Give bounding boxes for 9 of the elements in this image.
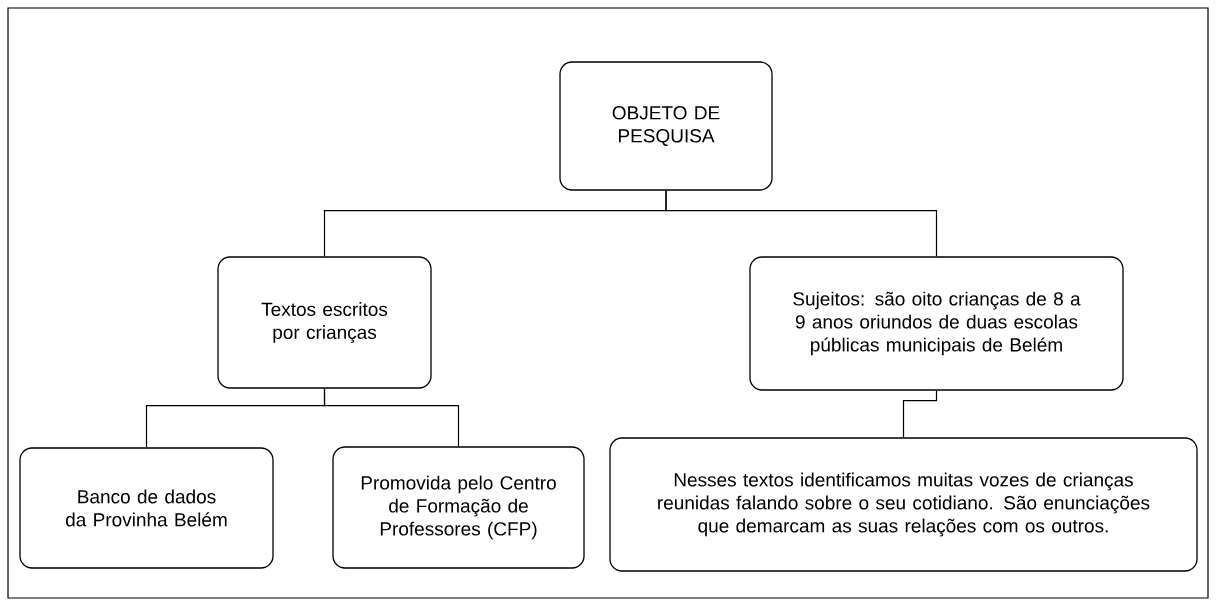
text-box: Sujeitos: são oito crianças de 8 a 9 anos oriundos de duas escolas públicas municipais de Belém [749, 256, 1124, 391]
text-box: Promovida pelo Centro de Formação de Professores (CFP) [332, 446, 585, 569]
text-box: Textos escritos por crianças [217, 256, 432, 389]
connector [902, 390, 938, 438]
text-box: Nesses textos identificamos muitas vozes de crianças reunidas falando sobre o seu cotidiano. São enunciações que demarcam as suas relações com os outros. [609, 437, 1198, 572]
connector [665, 190, 938, 257]
connector [323, 388, 460, 447]
text-box: Banco de dados da Provinha Belém [19, 447, 274, 569]
text-box: OBJETO DE PESQUISA [559, 61, 773, 191]
